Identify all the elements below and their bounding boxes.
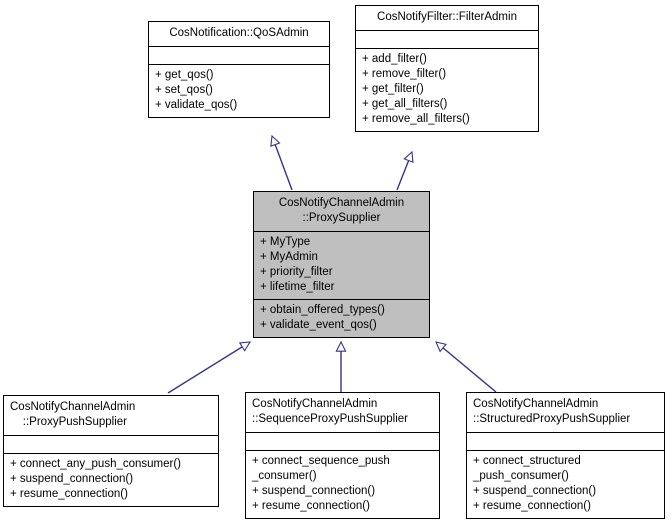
class-name-line: CosNotifyChannelAdmin — [10, 401, 136, 413]
class-name-sequenceproxypushsupplier: CosNotifyChannelAdmin ::SequenceProxyPus… — [246, 393, 439, 432]
class-operation: + get_filter() — [362, 83, 424, 95]
class-operation: _push_consumer() — [473, 470, 569, 482]
class-operations-sequenceproxypushsupplier: + connect_sequence_push _consumer() + su… — [246, 450, 439, 518]
class-name-proxysupplier: CosNotifyChannelAdmin ::ProxySupplier — [254, 192, 429, 231]
class-operation: + connect_structured — [473, 455, 581, 467]
class-operation: + resume_connection() — [252, 500, 370, 512]
class-name-line: ::SequenceProxyPushSupplier — [252, 413, 408, 425]
class-operation: + connect_sequence_push — [252, 455, 390, 467]
class-operation: + remove_all_filters() — [362, 113, 470, 125]
class-box-proxypushsupplier[interactable]: CosNotifyChannelAdmin ::ProxyPushSupplie… — [3, 395, 219, 507]
class-attributes-proxypushsupplier — [4, 435, 218, 453]
edge-structuredproxypushsupplier-to-proxysupplier — [436, 342, 497, 393]
class-operation: + resume_connection() — [473, 500, 591, 512]
class-attribute: + lifetime_filter — [260, 281, 335, 293]
class-attributes-sequenceproxypushsupplier — [246, 432, 439, 450]
edge-proxysupplier-to-filteradmin — [396, 152, 412, 191]
class-operation: + get_all_filters() — [362, 98, 448, 110]
class-box-qosadmin[interactable]: CosNotification::QoSAdmin + get_qos() + … — [148, 21, 330, 118]
class-name-line: CosNotifyFilter::FilterAdmin — [377, 11, 517, 23]
class-name-line: CosNotifyChannelAdmin — [252, 398, 378, 410]
edge-proxypushsupplier-to-proxysupplier — [167, 342, 250, 394]
class-attributes-proxysupplier: + MyType + MyAdmin + priority_filter + l… — [254, 231, 429, 299]
class-name-line: CosNotifyChannelAdmin — [473, 398, 599, 410]
class-operation: + suspend_connection() — [10, 473, 134, 485]
class-operation: + set_qos() — [155, 84, 213, 96]
class-name-line: CosNotification::QoSAdmin — [169, 27, 309, 39]
class-operation: + connect_any_push_consumer() — [10, 458, 182, 470]
class-operations-proxysupplier: + obtain_offered_types() + validate_even… — [254, 299, 429, 337]
class-operation: + remove_filter() — [362, 68, 447, 80]
class-operation: + add_filter() — [362, 53, 427, 65]
class-name-line: ::ProxySupplier — [302, 212, 381, 224]
class-name-line: ::ProxyPushSupplier — [10, 416, 127, 428]
class-name-filteradmin: CosNotifyFilter::FilterAdmin — [356, 6, 538, 30]
class-operation: + get_qos() — [155, 69, 214, 81]
class-operations-qosadmin: + get_qos() + set_qos() + validate_qos() — [149, 64, 329, 117]
class-operation: + obtain_offered_types() — [260, 304, 385, 316]
class-attributes-filteradmin — [356, 30, 538, 48]
class-attribute: + MyAdmin — [260, 251, 318, 263]
class-attributes-structuredproxypushsupplier — [467, 432, 664, 450]
class-operation: + validate_qos() — [155, 99, 238, 111]
class-box-structuredproxypushsupplier[interactable]: CosNotifyChannelAdmin ::StructuredProxyP… — [466, 392, 665, 519]
class-attribute: + priority_filter — [260, 266, 333, 278]
class-name-structuredproxypushsupplier: CosNotifyChannelAdmin ::StructuredProxyP… — [467, 393, 664, 432]
class-box-proxysupplier[interactable]: CosNotifyChannelAdmin ::ProxySupplier + … — [253, 191, 430, 338]
class-operation: + resume_connection() — [10, 488, 128, 500]
class-box-filteradmin[interactable]: CosNotifyFilter::FilterAdmin + add_filte… — [355, 5, 539, 132]
class-operations-proxypushsupplier: + connect_any_push_consumer() + suspend_… — [4, 453, 218, 506]
class-operations-filteradmin: + add_filter() + remove_filter() + get_f… — [356, 48, 538, 131]
class-name-proxypushsupplier: CosNotifyChannelAdmin ::ProxyPushSupplie… — [4, 396, 218, 435]
class-operations-structuredproxypushsupplier: + connect_structured _push_consumer() + … — [467, 450, 664, 518]
edge-proxysupplier-to-qosadmin — [272, 136, 293, 191]
class-operation: + suspend_connection() — [473, 485, 597, 497]
class-attributes-qosadmin — [149, 46, 329, 64]
class-operation: + validate_event_qos() — [260, 319, 377, 331]
class-attribute: + MyType — [260, 236, 311, 248]
class-operation: _consumer() — [252, 470, 317, 482]
class-name-line: CosNotifyChannelAdmin — [278, 197, 405, 209]
class-box-sequenceproxypushsupplier[interactable]: CosNotifyChannelAdmin ::SequenceProxyPus… — [245, 392, 440, 519]
class-name-line: ::StructuredProxyPushSupplier — [473, 413, 631, 425]
class-operation: + suspend_connection() — [252, 485, 376, 497]
class-name-qosadmin: CosNotification::QoSAdmin — [149, 22, 329, 46]
